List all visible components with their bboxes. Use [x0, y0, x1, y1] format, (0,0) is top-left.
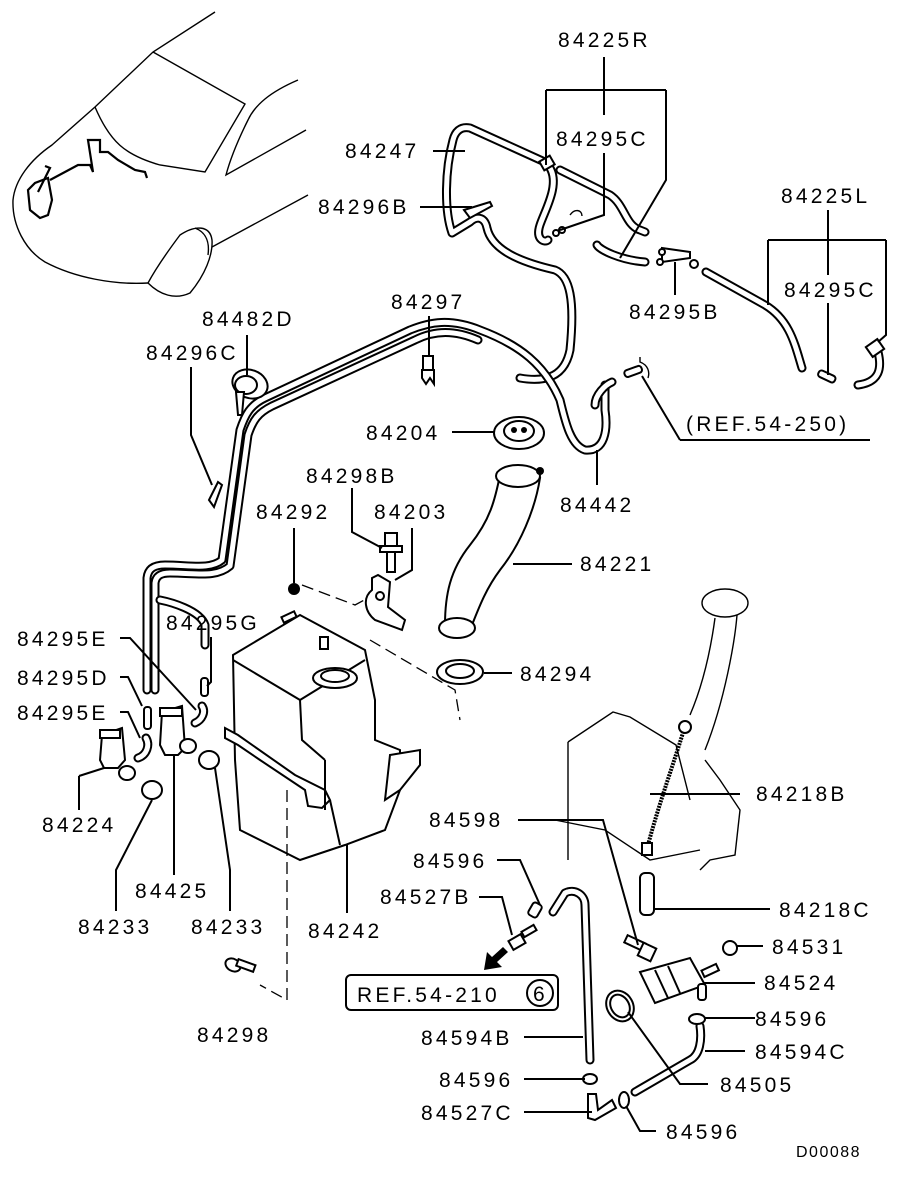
- part-label-84524[interactable]: 84524: [764, 972, 838, 995]
- hose-84247: [442, 123, 650, 384]
- nut-84292: [288, 583, 369, 606]
- ref-54-210-callout[interactable]: REF.54-210 6: [345, 974, 559, 1011]
- part-label-84594B[interactable]: 84594B: [421, 1027, 513, 1050]
- reservoir-phantom-outline: [554, 588, 749, 871]
- part-label-84296B[interactable]: 84296B: [318, 196, 410, 219]
- hose-84594C: [630, 1021, 706, 1097]
- seal-84294: [436, 659, 484, 685]
- part-label-84295C-right[interactable]: 84295C: [556, 128, 649, 151]
- part-label-84295G[interactable]: 84295G: [166, 612, 260, 635]
- part-label-84596-a[interactable]: 84596: [413, 850, 487, 873]
- bolt-84298B: [379, 532, 403, 573]
- part-label-84225R[interactable]: 84225R: [558, 29, 651, 52]
- level-sensor-84218: [639, 720, 692, 916]
- part-label-84594C[interactable]: 84594C: [755, 1041, 848, 1064]
- circled-number-icon: [526, 979, 554, 1007]
- grommet-84531: [722, 940, 738, 956]
- grommets-84233: [141, 750, 220, 800]
- clip-84297: [421, 355, 435, 388]
- part-label-84221[interactable]: 84221: [580, 553, 654, 576]
- part-label-84218C[interactable]: 84218C: [779, 899, 872, 922]
- part-label-84527B[interactable]: 84527B: [380, 886, 472, 909]
- elbow-84527C: [587, 1093, 618, 1122]
- elbow-84527B: [507, 923, 538, 952]
- ref-54-250-fitting: [623, 357, 650, 379]
- part-label-84295E-lower[interactable]: 84295E: [17, 702, 109, 725]
- part-label-84298[interactable]: 84298: [197, 1024, 271, 1047]
- washer-motor-84524: [605, 956, 721, 1023]
- bolt-84598: [622, 933, 658, 963]
- part-label-84203[interactable]: 84203: [374, 501, 448, 524]
- part-label-84294[interactable]: 84294: [520, 663, 594, 686]
- ref-54-250-label[interactable]: (REF.54-250): [686, 413, 849, 436]
- connectors-84295: [133, 677, 209, 763]
- part-label-84531[interactable]: 84531: [772, 936, 846, 959]
- part-label-84527C[interactable]: 84527C: [421, 1102, 514, 1125]
- hose-84442-and-main-tube: [142, 317, 617, 695]
- part-label-84482D[interactable]: 84482D: [202, 308, 295, 331]
- part-label-84242[interactable]: 84242: [308, 920, 382, 943]
- part-label-84596-d[interactable]: 84596: [666, 1121, 740, 1144]
- part-label-84295C-left[interactable]: 84295C: [784, 279, 877, 302]
- part-label-84224[interactable]: 84224: [42, 814, 116, 837]
- filler-neck-84221: [438, 464, 544, 639]
- reservoir-tank-84242: [224, 609, 461, 1002]
- part-label-84233-left[interactable]: 84233: [78, 916, 152, 939]
- part-label-84297[interactable]: 84297: [391, 291, 465, 314]
- part-label-84598[interactable]: 84598: [429, 809, 503, 832]
- part-label-84218B[interactable]: 84218B: [756, 783, 848, 806]
- part-label-84505[interactable]: 84505: [720, 1074, 794, 1097]
- part-label-84233-right[interactable]: 84233: [191, 916, 265, 939]
- part-label-84295B[interactable]: 84295B: [629, 301, 721, 324]
- ref-54-210-label: REF.54-210: [357, 984, 500, 1007]
- part-label-84295D[interactable]: 84295D: [17, 667, 110, 690]
- part-label-84298B[interactable]: 84298B: [306, 465, 398, 488]
- vehicle-overview-illustration: [12, 11, 309, 297]
- cap-84204: [493, 416, 545, 450]
- part-label-84442[interactable]: 84442: [560, 494, 634, 517]
- clamp-84482D: [231, 368, 269, 416]
- leader-lines: [78, 57, 887, 1132]
- hose-84594B: [548, 886, 595, 1065]
- part-label-84204[interactable]: 84204: [366, 422, 440, 445]
- drawing-id: D00088: [796, 1144, 861, 1161]
- bolt-84298: [224, 957, 257, 974]
- pump-84224: [98, 726, 136, 781]
- part-labels: 84225R 84295C 84247 84296B 84225L 84295C…: [17, 29, 877, 1144]
- part-label-84292[interactable]: 84292: [256, 501, 330, 524]
- part-label-84225L[interactable]: 84225L: [781, 185, 870, 208]
- clip-84296C: [207, 480, 224, 510]
- part-label-84295E-upper[interactable]: 84295E: [17, 628, 109, 651]
- ref-arrow: [484, 947, 508, 970]
- pump-84425: [158, 704, 197, 756]
- part-label-84596-c[interactable]: 84596: [439, 1069, 513, 1092]
- hose-84225L: [656, 246, 886, 390]
- part-label-84425[interactable]: 84425: [135, 880, 209, 903]
- ref-54-210-box: [345, 974, 559, 1011]
- part-label-84596-b[interactable]: 84596: [755, 1008, 829, 1031]
- bracket-84203: [364, 573, 407, 632]
- part-label-84247[interactable]: 84247: [345, 140, 419, 163]
- part-label-84296C[interactable]: 84296C: [146, 342, 239, 365]
- ref-54-210-circled-number: 6: [533, 983, 545, 1006]
